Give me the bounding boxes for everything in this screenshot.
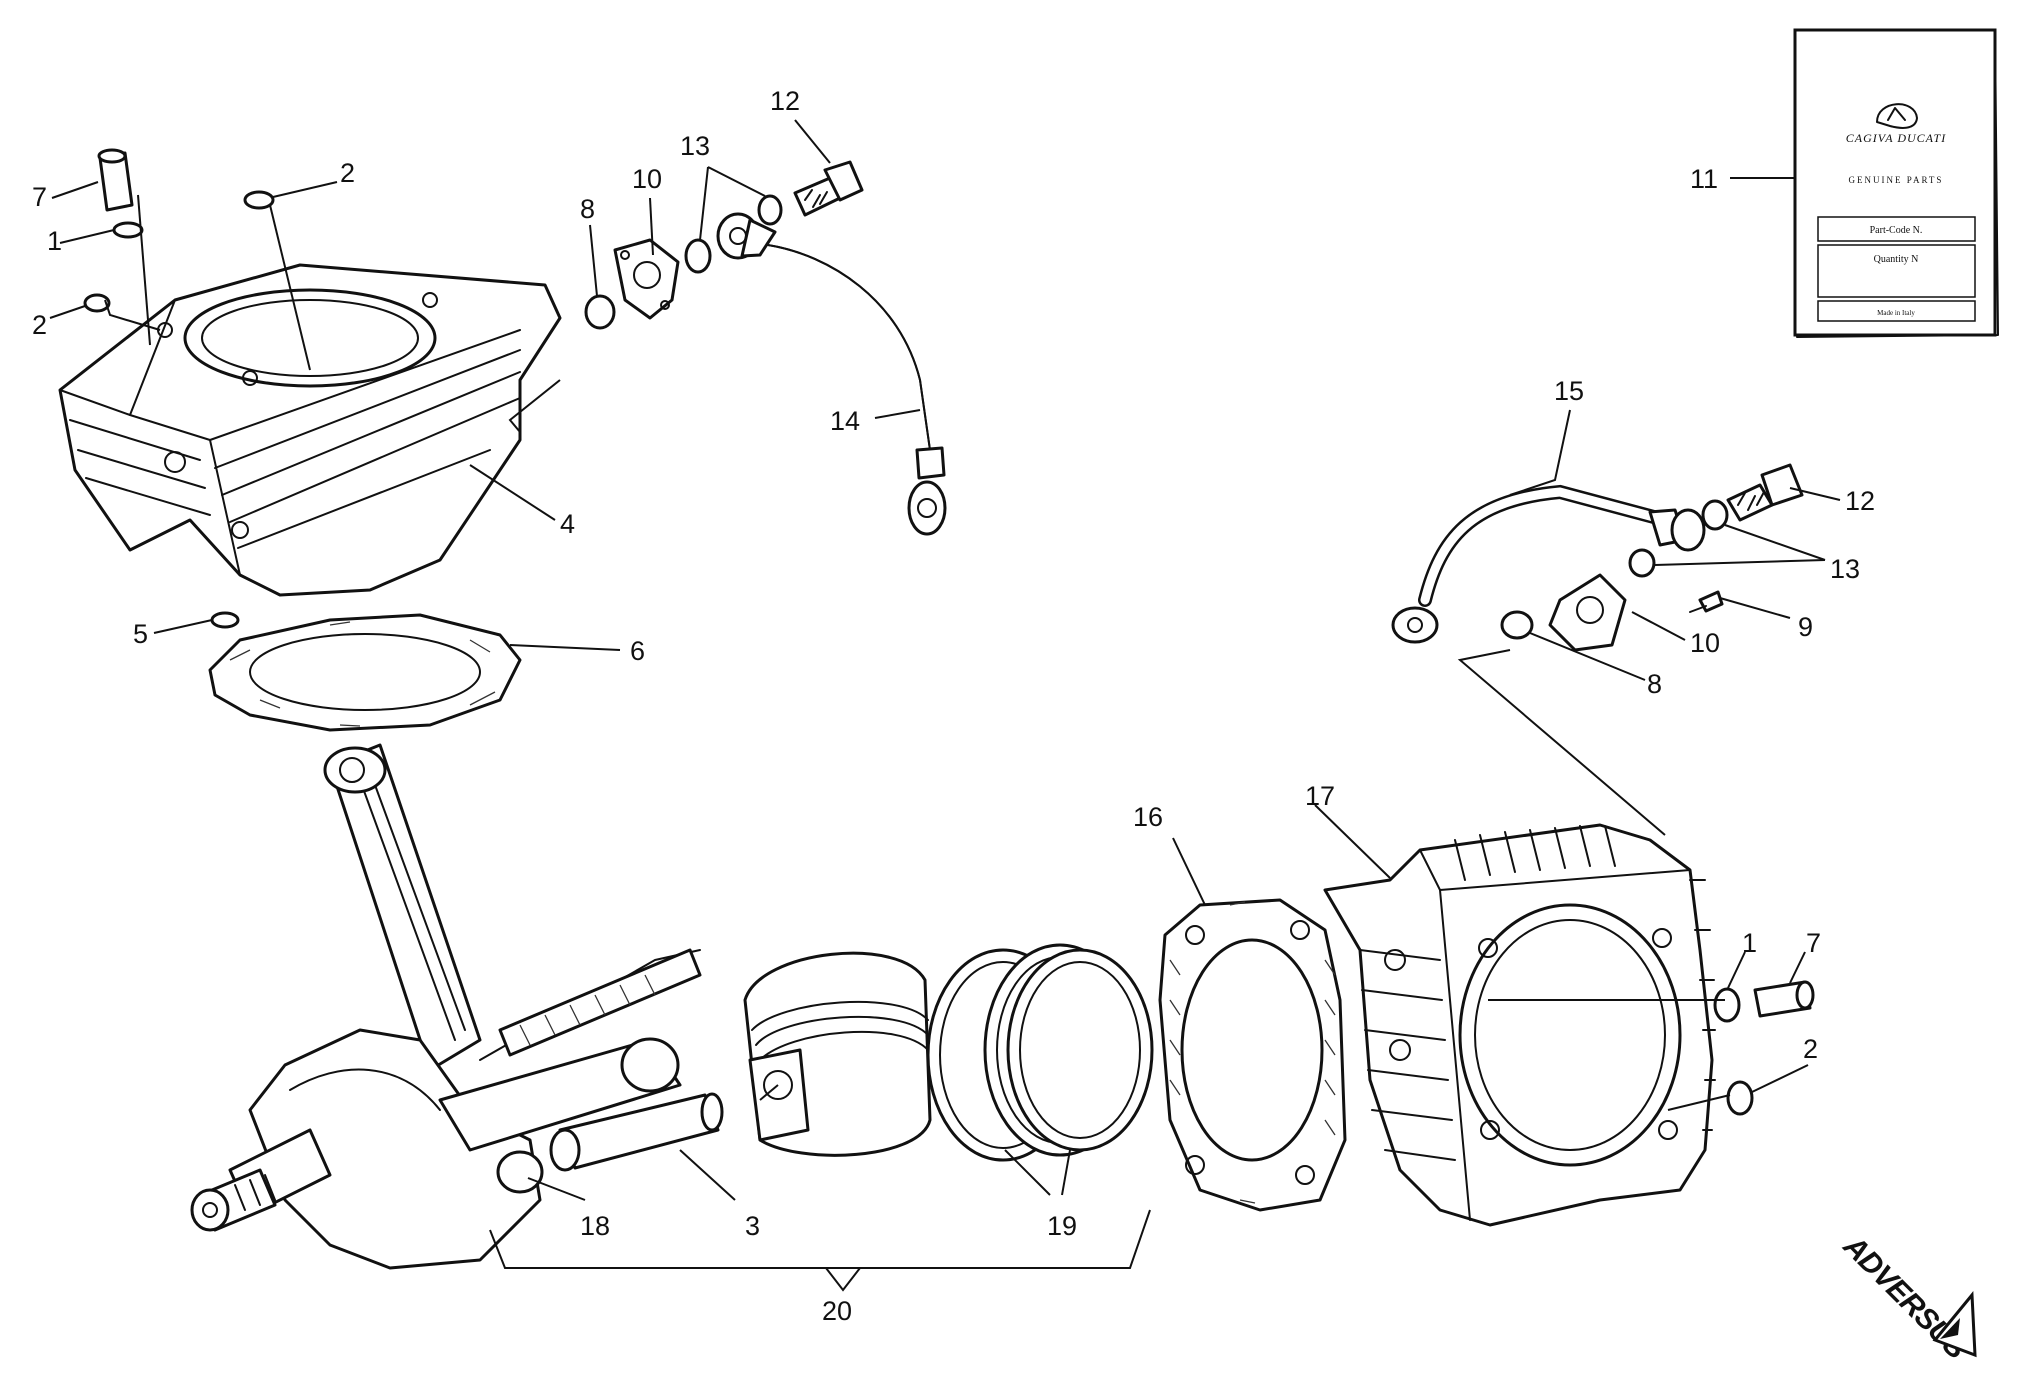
callout-7-rear: 7: [32, 182, 47, 212]
callout-6: 6: [630, 636, 645, 666]
card-footer: Made in Italy: [1877, 309, 1915, 317]
callout-12-front: 12: [1845, 486, 1875, 516]
callout-7-front: 7: [1806, 928, 1821, 958]
gudgeon-pin-3: [549, 1092, 724, 1172]
genuine-parts-card: CAGIVA DUCATI GENUINE PARTS Part-Code N.…: [1793, 28, 1999, 338]
o-ring-2-rear-a: [243, 190, 275, 210]
cylinder-front-17: [1323, 823, 1716, 1227]
head-gasket-16: [1158, 898, 1347, 1212]
washer-13-front-b: [1628, 548, 1656, 578]
callout-16: 16: [1133, 802, 1163, 832]
washer-13-rear-b: [757, 194, 783, 226]
crankshaft-connecting-rod: [190, 743, 702, 1270]
callout-2-rear-a: 2: [340, 158, 355, 188]
banjo-bolt-12-front: [1726, 463, 1804, 522]
o-ring-2-rear-b: [83, 293, 111, 313]
callout-3: 3: [745, 1211, 760, 1241]
callout-12-rear: 12: [770, 86, 800, 116]
oil-pipe-14: [767, 244, 947, 536]
callout-11: 11: [1690, 164, 1718, 194]
leader-lines: [49, 119, 1841, 1292]
dowel-pin-7-rear: [97, 148, 134, 212]
o-ring-8-rear: [584, 294, 616, 330]
callout-2-front: 2: [1803, 1034, 1818, 1064]
card-quantity-field: Quantity N: [1874, 254, 1919, 265]
o-ring-1-rear: [112, 221, 144, 239]
flange-10-front: [1548, 573, 1627, 652]
o-ring-2-front: [1726, 1080, 1754, 1116]
callout-9: 9: [1798, 612, 1813, 642]
card-brand: CAGIVA DUCATI: [1846, 131, 1946, 145]
callout-20: 20: [822, 1296, 852, 1326]
adversus-watermark: ADVERSUS: [1836, 1229, 1977, 1366]
callout-17: 17: [1305, 781, 1335, 811]
piston-rings-19: [926, 943, 1154, 1162]
washer-13-front-a: [1701, 499, 1729, 531]
cylinder-rear: [58, 263, 562, 597]
callout-8-rear: 8: [580, 194, 595, 224]
callout-1-front: 1: [1742, 928, 1757, 958]
callout-2-rear-b: 2: [32, 310, 47, 340]
oil-pipe-15: [1391, 484, 1706, 644]
card-subtitle: GENUINE PARTS: [1849, 175, 1944, 185]
callout-5: 5: [133, 619, 148, 649]
ducati-logo-icon: [1876, 103, 1918, 129]
circlip-18: [496, 1150, 544, 1194]
o-ring-1-front: [1713, 987, 1741, 1023]
callout-4: 4: [560, 509, 575, 539]
dowel-pin-7-front: [1753, 980, 1815, 1018]
callout-13-rear: 13: [680, 131, 710, 161]
callout-18: 18: [580, 1211, 610, 1241]
banjo-fitting-rear: [716, 212, 777, 260]
callout-8-front: 8: [1647, 669, 1662, 699]
base-gasket-6: [208, 613, 522, 732]
callout-numbers: 7 1 2 2 4 5 6 8 10 13 12 14 11 15 12 13 …: [32, 86, 1875, 1326]
o-ring-5: [210, 611, 240, 629]
flange-10-rear: [613, 238, 680, 320]
screw-9: [1689, 590, 1724, 613]
banjo-bolt-12-rear: [793, 160, 864, 217]
callout-15: 15: [1554, 376, 1584, 406]
washer-13-rear-a: [684, 238, 712, 274]
callout-1-rear: 1: [47, 226, 62, 256]
callout-14: 14: [830, 406, 860, 436]
callout-13-front: 13: [1830, 554, 1860, 584]
callout-10-rear: 10: [632, 164, 662, 194]
callout-19: 19: [1047, 1211, 1077, 1241]
piston: [743, 951, 932, 1157]
callout-10-front: 10: [1690, 628, 1720, 658]
o-ring-8-front: [1500, 610, 1534, 640]
card-part-code-field: Part-Code N.: [1870, 225, 1923, 236]
